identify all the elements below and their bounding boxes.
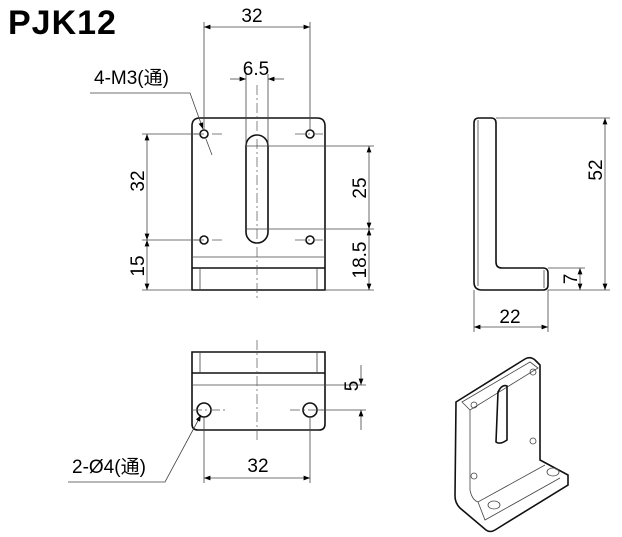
dim-height: 52 [586, 159, 607, 180]
dim-base-height: 15 [128, 255, 149, 276]
slot [245, 134, 269, 244]
side-profile [473, 117, 549, 291]
part-number-title: PJK12 [8, 4, 117, 42]
bottom-view: 5 32 2-Ø4(通) [68, 340, 366, 483]
isometric-view [454, 356, 569, 533]
side-view: 52 7 22 [473, 117, 610, 332]
dim-depth: 22 [499, 307, 520, 328]
front-plate-outline [191, 117, 326, 291]
dim-bottom-hole-spacing: 32 [247, 456, 268, 477]
dim-foot-thickness: 7 [561, 274, 582, 285]
dim-slot-length: 25 [350, 177, 371, 198]
dim-width: 32 [241, 6, 262, 27]
dim-slot-offset: 18.5 [350, 242, 371, 279]
front-view: 32 6.5 4-M3(通) 32 15 25 18.5 [90, 6, 374, 300]
dim-slot-width: 6.5 [243, 59, 269, 80]
bottom-outline [191, 351, 326, 431]
hole-callout-d4: 2-Ø4(通) [72, 456, 146, 478]
hole-callout-m3: 4-M3(通) [94, 67, 169, 89]
dim-hole-spacing: 32 [128, 170, 149, 191]
dim-hole-offset: 5 [342, 381, 363, 392]
